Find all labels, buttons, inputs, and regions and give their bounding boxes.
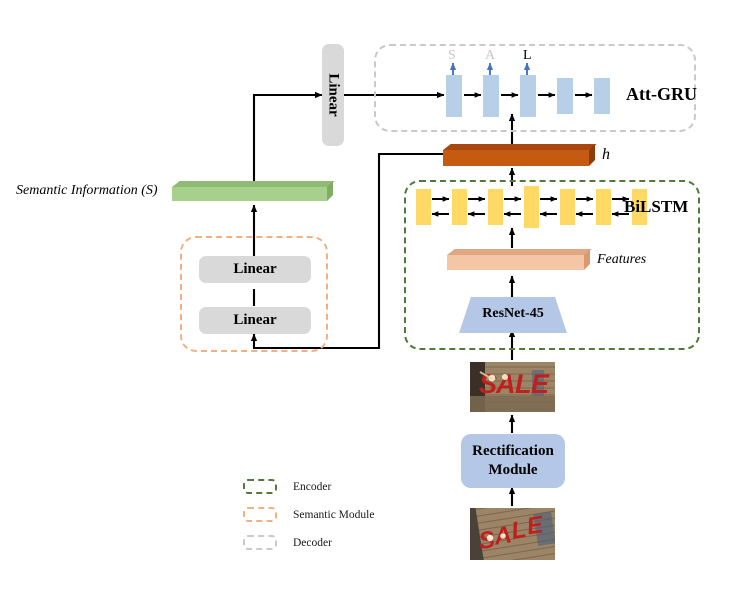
hidden-state-bar bbox=[443, 144, 597, 166]
semantic-linear-bottom: Linear bbox=[199, 307, 311, 334]
gru-output-char-s: S bbox=[448, 48, 456, 63]
resnet-label: ResNet-45 bbox=[482, 306, 544, 321]
top-linear-label: Linear bbox=[325, 73, 342, 117]
gru-output-char-l: L bbox=[523, 48, 532, 63]
bilstm-cell-5 bbox=[560, 189, 575, 225]
svg-text:L: L bbox=[509, 516, 528, 545]
input-sale-photo: S A L E bbox=[470, 508, 555, 560]
bilstm-cell-2 bbox=[452, 189, 467, 225]
top-linear-box: Linear bbox=[322, 44, 344, 146]
bilstm-label: BiLSTM bbox=[624, 197, 689, 216]
svg-text:E: E bbox=[525, 511, 546, 540]
rectification-label-line2: Module bbox=[488, 462, 538, 478]
features-label: Features bbox=[597, 252, 647, 267]
gru-cell-4 bbox=[557, 78, 573, 114]
bilstm-cell-7 bbox=[632, 189, 647, 225]
legend-swatch-semantic-module bbox=[243, 507, 277, 522]
features-bar bbox=[447, 249, 592, 270]
legend-label-semantic-module: Semantic Module bbox=[293, 508, 375, 521]
gru-cell-3 bbox=[520, 75, 536, 117]
legend-swatch-decoder bbox=[243, 535, 277, 550]
legend-swatch-encoder bbox=[243, 479, 277, 494]
svg-text:E: E bbox=[531, 369, 550, 399]
gru-cell-5 bbox=[594, 78, 610, 114]
legend-label-decoder: Decoder bbox=[293, 536, 332, 549]
svg-text:L: L bbox=[515, 369, 532, 399]
resnet-shape bbox=[459, 297, 567, 333]
hidden-state-label: h bbox=[602, 146, 610, 163]
bilstm-cell-4 bbox=[524, 186, 539, 228]
rectification-label-line1: Rectification bbox=[472, 443, 554, 460]
legend-item-decoder: Decoder bbox=[243, 535, 332, 550]
att-gru-label: Att-GRU bbox=[626, 84, 697, 104]
bilstm-cell-6 bbox=[596, 189, 611, 225]
semantic-linear-top: Linear bbox=[199, 256, 311, 283]
bilstm-cell-1 bbox=[416, 189, 431, 225]
legend-label-encoder: Encoder bbox=[293, 480, 332, 493]
rectified-sale-photo: S A L E bbox=[470, 362, 555, 412]
input-sale-image: S A L E bbox=[470, 508, 555, 560]
legend-item-encoder: Encoder bbox=[243, 479, 331, 494]
rectification-module: Rectification Module bbox=[461, 434, 565, 488]
semantic-information-label: Semantic Information (S) bbox=[16, 183, 158, 198]
bilstm-cell-3 bbox=[488, 189, 503, 225]
gru-cell-2 bbox=[483, 75, 499, 117]
legend-item-semantic-module: Semantic Module bbox=[243, 507, 374, 522]
svg-text:A: A bbox=[495, 369, 516, 399]
semantic-information-bar bbox=[172, 181, 335, 201]
decoder-group-box bbox=[374, 44, 696, 132]
svg-text:S: S bbox=[477, 526, 497, 555]
gru-output-char-a: A bbox=[485, 48, 496, 63]
encoder-group-box bbox=[404, 180, 700, 350]
gru-cell-1 bbox=[446, 75, 462, 117]
rectified-sale-image: S A L E bbox=[470, 362, 555, 412]
resnet-backbone: ResNet-45 bbox=[459, 297, 567, 333]
semantic-group-box bbox=[180, 236, 328, 352]
